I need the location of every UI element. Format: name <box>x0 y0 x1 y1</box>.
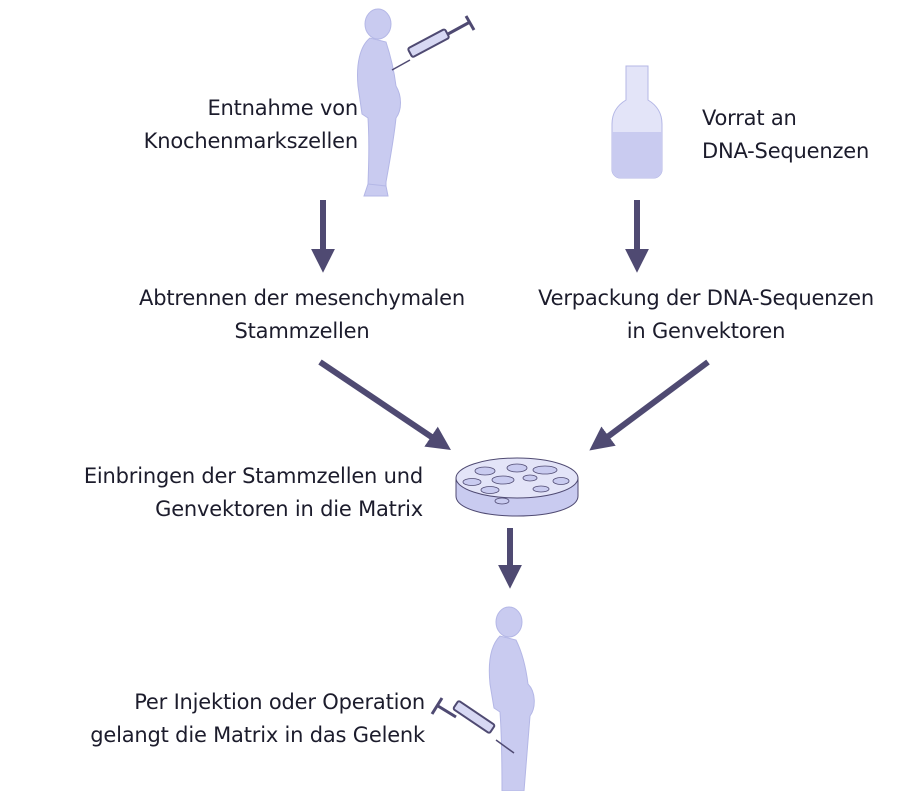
arrow-separation-to-matrix <box>318 359 451 451</box>
label-packaging: Verpackung der DNA-Sequenzen in Genvekto… <box>500 282 912 348</box>
label-application-line2: gelangt die Matrix in das Gelenk <box>90 723 425 747</box>
label-dna-supply: Vorrat an DNA-Sequenzen <box>702 102 902 168</box>
label-packaging-line1: Verpackung der DNA-Sequenzen <box>538 286 874 310</box>
person-extraction-icon <box>357 8 401 197</box>
label-extraction: Entnahme von Knochenmarkszellen <box>136 92 359 158</box>
label-dna-supply-line2: DNA-Sequenzen <box>702 139 870 163</box>
label-insertion-line1: Einbringen der Stammzellen und <box>83 464 423 488</box>
label-separation: Abtrennen der mesenchymalen Stammzellen <box>92 282 512 348</box>
arrow-packaging-to-matrix <box>589 359 710 451</box>
syringe-top-icon <box>391 15 476 71</box>
label-extraction-line1: Entnahme von <box>207 96 358 120</box>
label-insertion: Einbringen der Stammzellen und Genvektor… <box>0 460 423 526</box>
person-application-icon <box>488 606 535 791</box>
label-extraction-line2: Knochenmarkszellen <box>143 129 359 153</box>
label-separation-line1: Abtrennen der mesenchymalen <box>139 286 465 310</box>
matrix-dish-icon <box>455 457 579 517</box>
label-dna-supply-line1: Vorrat an <box>702 106 797 130</box>
label-application: Per Injektion oder Operation gelangt die… <box>40 686 425 752</box>
bottle-icon <box>611 65 663 179</box>
label-insertion-line2: Genvektoren in die Matrix <box>155 497 423 521</box>
label-separation-line2: Stammzellen <box>234 319 370 343</box>
syringe-bottom-icon <box>430 697 515 754</box>
label-packaging-line2: in Genvektoren <box>626 319 786 343</box>
label-application-line1: Per Injektion oder Operation <box>134 690 425 714</box>
